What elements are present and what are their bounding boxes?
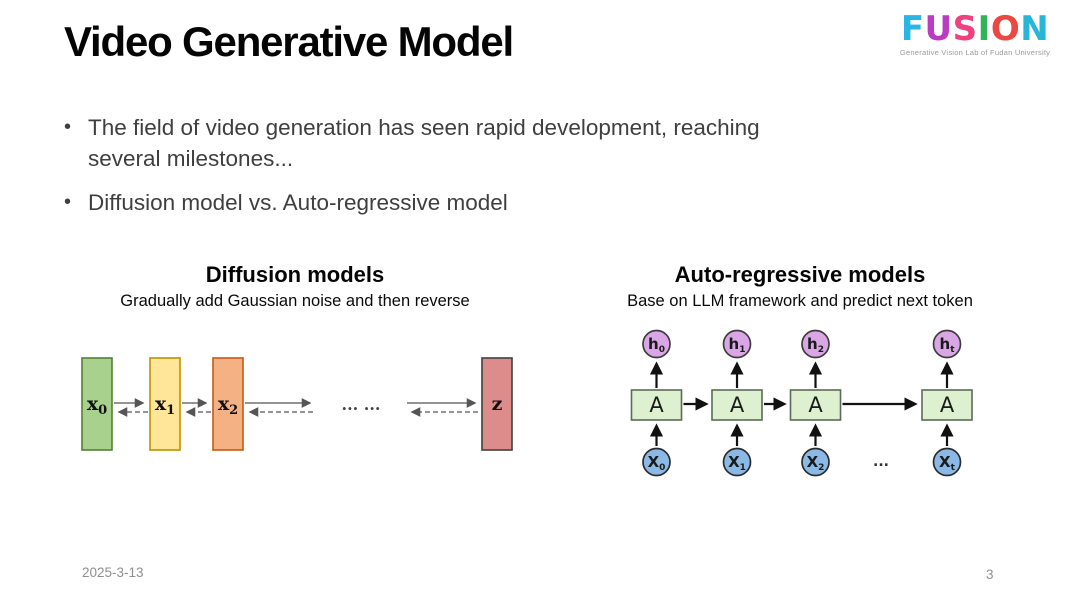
- ar-cell-label: A: [649, 393, 664, 417]
- ar-hidden-circle: [642, 329, 671, 359]
- diffusion-stage-x1: [149, 357, 181, 451]
- ar-hidden-label: h1: [729, 335, 746, 355]
- autoregressive-subheading: Base on LLM framework and predict next t…: [627, 292, 973, 310]
- ar-input-circles: [642, 447, 962, 477]
- logo-letter: N: [1020, 9, 1050, 49]
- diffusion-ellipsis: ... ...: [342, 395, 381, 414]
- ar-input-circle: [932, 447, 962, 477]
- ar-hidden-label: h0: [648, 335, 665, 355]
- ar-cell-label: A: [808, 393, 823, 417]
- autoregressive-heading: Auto-regressive models: [674, 262, 926, 287]
- bullet-text: Diffusion model vs. Auto-regressive mode…: [88, 187, 508, 218]
- ar-input-label: X1: [728, 453, 746, 473]
- ar-cell-box: [711, 389, 763, 421]
- diffusion-diagram: ... ... x0 x1 x2 z: [81, 357, 513, 451]
- bullet-item: • The field of video generation has seen…: [64, 112, 944, 174]
- ar-input-label: X2: [807, 453, 825, 473]
- ar-input-circle: [722, 447, 752, 477]
- bullet-line: Diffusion model vs. Auto-regressive mode…: [88, 190, 508, 215]
- diffusion-stage-x2: [212, 357, 244, 451]
- diffusion-stage-z: [481, 357, 513, 451]
- bullet-item: • Diffusion model vs. Auto-regressive mo…: [64, 187, 944, 218]
- ar-input-circle: [642, 447, 671, 477]
- ar-cell-boxes: [630, 389, 973, 421]
- ar-input-circle: [801, 447, 830, 477]
- fusion-logo: FUSION Generative Vision Lab of Fudan Un…: [886, 12, 1064, 57]
- logo-letter: I: [977, 9, 991, 49]
- diffusion-stage-x0: [81, 357, 113, 451]
- ar-hidden-circle: [801, 329, 830, 359]
- autoregressive-heading-block: Auto-regressive models Base on LLM frame…: [565, 262, 1035, 311]
- diffusion-heading-block: Diffusion models Gradually add Gaussian …: [70, 262, 520, 311]
- ar-hidden-label: h2: [807, 335, 824, 355]
- ar-input-label: Xt: [939, 453, 956, 473]
- logo-letter: O: [990, 9, 1021, 49]
- diffusion-heading: Diffusion models: [205, 262, 385, 287]
- ar-hidden-label: ht: [940, 335, 956, 355]
- ar-hidden-circle: [932, 329, 962, 359]
- ar-hidden-circles: [642, 329, 962, 359]
- diffusion-label-x0: x0: [87, 393, 107, 418]
- page-title: Video Generative Model: [64, 18, 514, 65]
- bullet-glyph: •: [64, 191, 72, 213]
- slide-date: 2025-3-13: [82, 565, 144, 580]
- diffusion-label-x2: x2: [218, 393, 238, 418]
- bullet-line: several milestones...: [88, 146, 294, 171]
- logo-letter: U: [924, 9, 953, 49]
- bullet-text: The field of video generation has seen r…: [88, 112, 760, 174]
- page-number: 3: [986, 567, 994, 582]
- ar-cell-box: [921, 389, 973, 421]
- ar-arrows: [649, 361, 954, 446]
- ar-hidden-circle: [722, 329, 752, 359]
- ar-input-labels: X0 X1 X2 Xt: [648, 453, 956, 473]
- ar-cell-label: A: [730, 393, 745, 417]
- diffusion-label-x1: x1: [155, 393, 175, 418]
- ar-hidden-labels: h0 h1 h2 ht: [648, 335, 955, 355]
- logo-letter: F: [900, 9, 925, 49]
- logo-subtitle: Generative Vision Lab of Fudan Universit…: [899, 48, 1051, 57]
- ar-cell-label: A: [940, 393, 955, 417]
- logo-wordmark: FUSION: [886, 12, 1064, 46]
- ar-cell-labels: A A A A: [649, 393, 955, 417]
- ar-input-label: X0: [648, 453, 666, 473]
- diffusion-label-z: z: [492, 393, 503, 415]
- bullet-glyph: •: [64, 116, 72, 138]
- ar-cell-box: [789, 389, 842, 421]
- diffusion-subheading: Gradually add Gaussian noise and then re…: [120, 292, 470, 310]
- bullet-list: • The field of video generation has seen…: [64, 112, 944, 231]
- autoregressive-diagram: A A A A h0 h1 h2 ht X0 X1 X2 Xt ...: [630, 329, 973, 477]
- bullet-line: The field of video generation has seen r…: [88, 115, 760, 140]
- ar-ellipsis: ...: [873, 454, 889, 470]
- ar-cell-box: [630, 389, 683, 421]
- logo-letter: S: [952, 9, 978, 49]
